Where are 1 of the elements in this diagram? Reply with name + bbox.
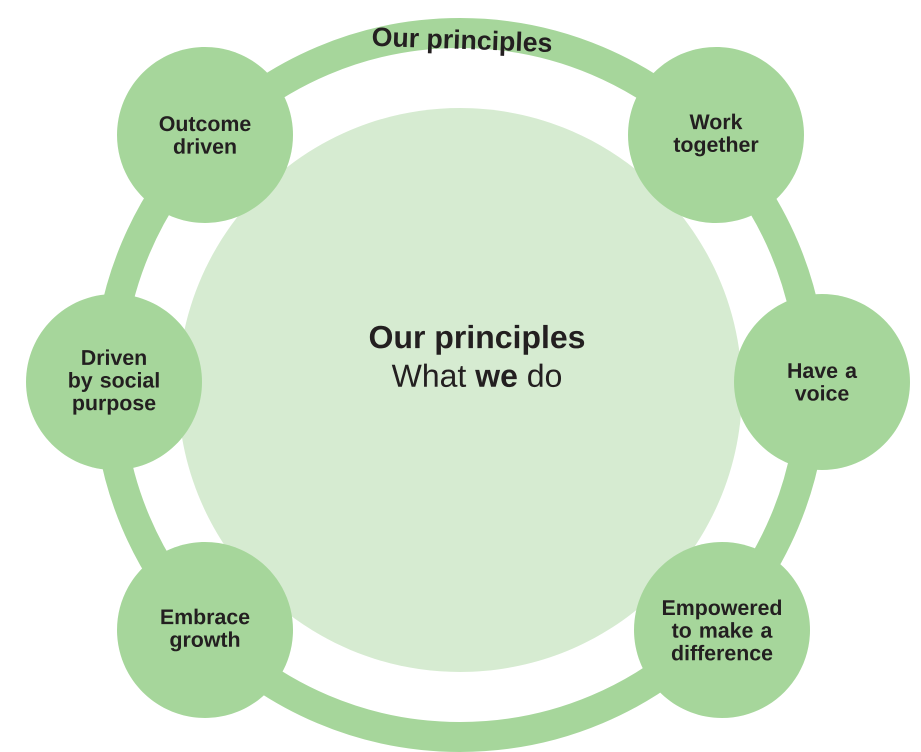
ring-label: Our principles (372, 28, 552, 56)
